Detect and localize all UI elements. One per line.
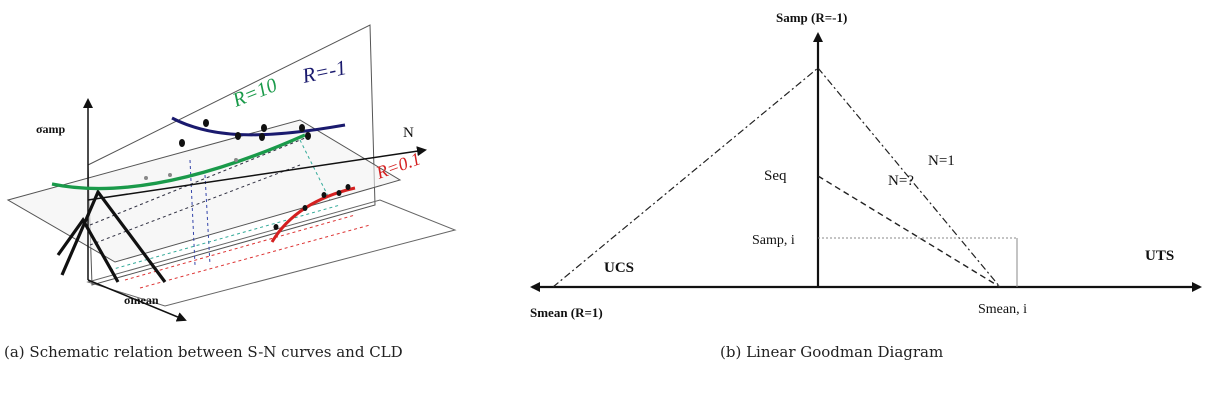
x-axis-label: Smean (R=1) [530,305,603,320]
caption-b: (b) Linear Goodman Diagram [720,343,944,361]
sigma-mean-axis [87,279,187,322]
ucs-label: UCS [604,260,634,276]
sigma-amp-label: σamp [36,122,66,136]
n-axis [87,146,427,201]
label-r-minus-1: R=-1 [299,55,348,88]
samp-i-label: Samp, i [752,233,795,248]
y-axis-label: Samp (R=-1) [776,10,847,25]
caption-a: (a) Schematic relation between S-N curve… [4,343,403,361]
label-r-10: R=10 [229,74,281,112]
sigma-mean-label: σmean [124,293,159,307]
curve-r-10 [51,133,306,191]
panel-a-schematic: σamp σmean N R=-1 R=10 R=0.1 [6,24,457,322]
curve-r-minus-1 [171,116,346,137]
seq-label: Seq [764,168,787,184]
smean-i-label: Smean, i [978,302,1027,317]
n-unknown-label: N=? [888,173,914,189]
uts-label: UTS [1145,248,1174,264]
panel-b-goodman: Samp (R=-1) Smean (R=1) UCS UTS Seq Samp… [530,10,1202,320]
cld-lines [56,188,167,283]
inclined-plane [6,119,402,263]
n-axis-label: N [403,125,414,141]
n1-label: N=1 [928,153,955,169]
data-points [144,119,351,230]
n1-envelope [552,67,1001,288]
projection-guides [89,137,371,289]
n-unknown-line [817,175,1001,288]
